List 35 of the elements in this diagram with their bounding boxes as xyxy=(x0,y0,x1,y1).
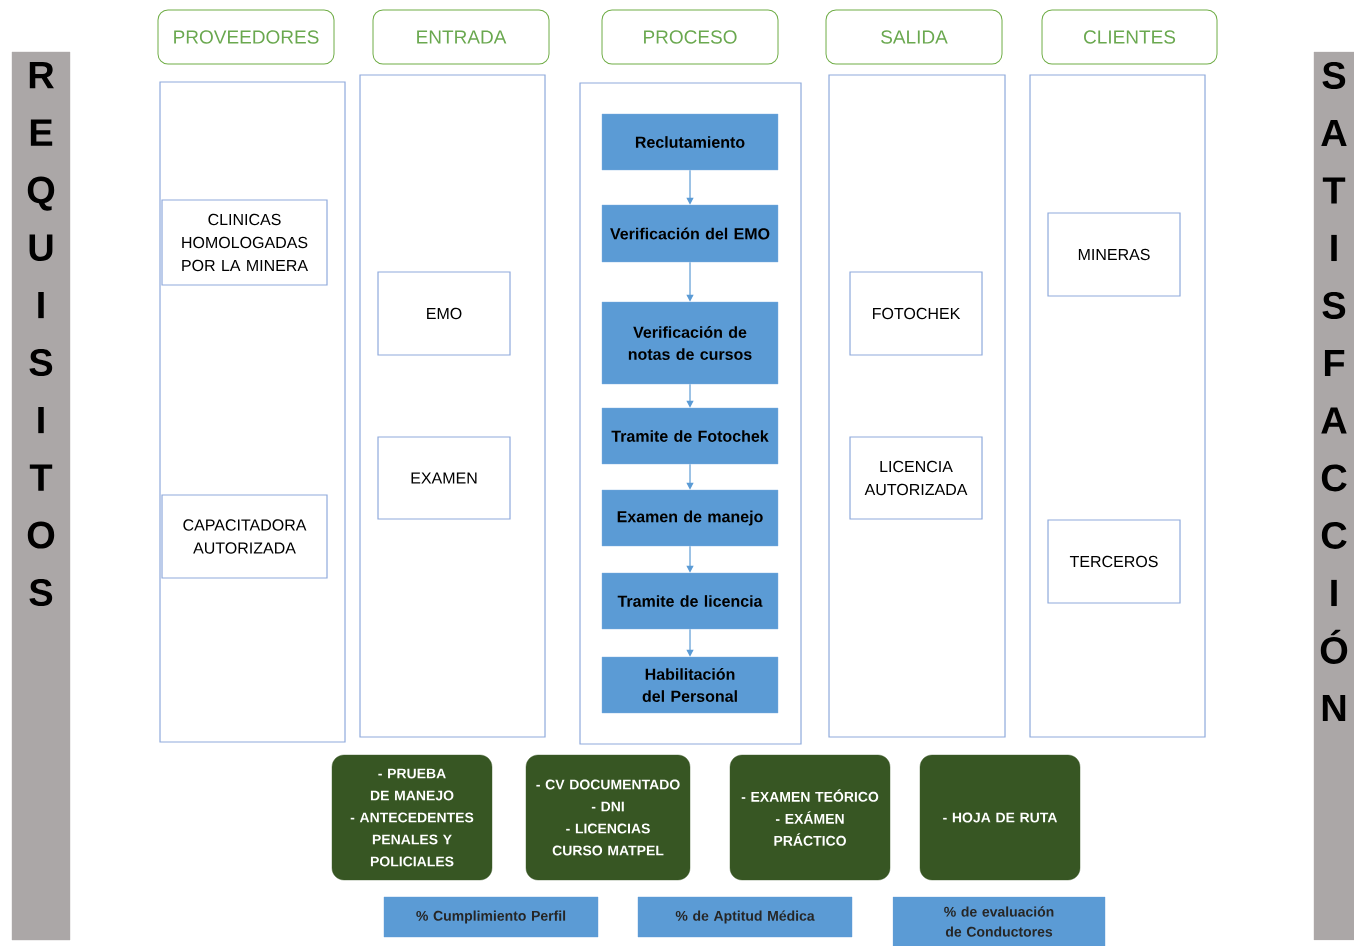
indicator-box: % Cumplimiento Perfil xyxy=(383,896,599,938)
requirement-box: - PRUEBA DE MANEJO - ANTECEDENTES PENALES Y POLICIALES xyxy=(331,754,493,881)
text-box: CAPACITADORA AUTORIZADA xyxy=(161,494,328,579)
text-box: EXAMEN xyxy=(377,436,511,520)
arrow xyxy=(686,545,694,573)
arrow xyxy=(686,169,694,205)
process-box: Examen de manejo xyxy=(601,489,779,547)
process-box: Habilitación del Personal xyxy=(601,656,779,714)
indicator-box: % de evaluación de Conductores xyxy=(892,896,1106,946)
process-box: Tramite de licencia xyxy=(601,572,779,630)
column-header: PROVEEDORES xyxy=(157,9,335,65)
text-box: EMO xyxy=(377,271,511,356)
text-box: LICENCIA AUTORIZADA xyxy=(849,436,983,520)
arrow xyxy=(686,383,694,408)
text-box: TERCEROS xyxy=(1047,519,1181,604)
column-header: ENTRADA xyxy=(372,9,550,65)
requirement-box: - CV DOCUMENTADO - DNI - LICENCIAS CURSO MATPEL xyxy=(525,754,691,881)
arrow xyxy=(686,261,694,302)
requirement-box: - HOJA DE RUTA xyxy=(919,754,1081,881)
side-bar: REQUISITOS xyxy=(11,51,71,941)
column-header: SALIDA xyxy=(825,9,1003,65)
process-box: Reclutamiento xyxy=(601,113,779,171)
side-bar: SATISFACCIÓN xyxy=(1313,51,1354,941)
arrow xyxy=(686,628,694,657)
indicator-box: % de Aptitud Médica xyxy=(637,896,853,938)
text-box: FOTOCHEK xyxy=(849,271,983,356)
requirement-box: - EXAMEN TEÓRICO - EXÁMEN PRÁCTICO xyxy=(729,754,891,881)
process-box: Tramite de Fotochek xyxy=(601,407,779,465)
arrow xyxy=(686,463,694,490)
text-box: CLINICAS HOMOLOGADAS POR LA MINERA xyxy=(161,199,328,286)
text-box: MINERAS xyxy=(1047,212,1181,297)
column-header: CLIENTES xyxy=(1041,9,1218,65)
process-box: Verificación de notas de cursos xyxy=(601,301,779,385)
process-box: Verificación del EMO xyxy=(601,204,779,263)
column-header: PROCESO xyxy=(601,9,779,65)
